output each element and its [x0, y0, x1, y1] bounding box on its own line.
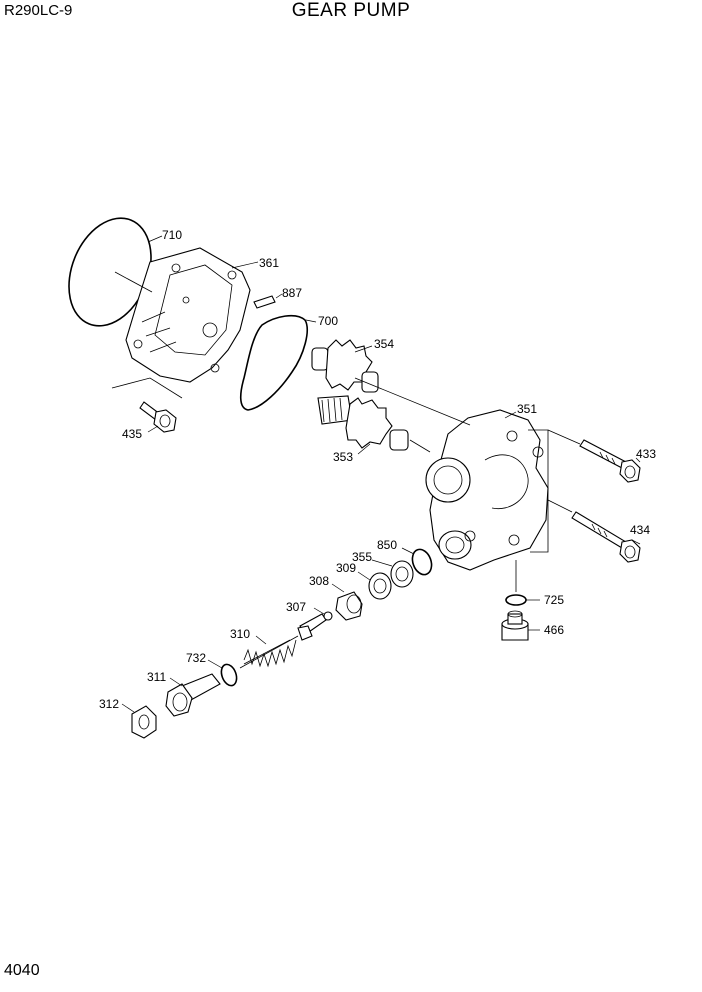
spring-310 — [239, 635, 299, 669]
pin-887 — [253, 293, 283, 309]
spacer-309 — [357, 571, 392, 600]
gasket-700 — [239, 314, 317, 411]
callout-434: 434 — [630, 523, 650, 537]
bolt-433 — [579, 439, 641, 483]
callout-308: 308 — [309, 574, 329, 588]
callout-309: 309 — [336, 561, 356, 575]
callout-307: 307 — [286, 600, 306, 614]
page-number: 4040 — [4, 962, 40, 979]
plug-466 — [501, 610, 540, 641]
callout-466: 466 — [544, 623, 564, 637]
gear-354 — [311, 339, 379, 393]
bolt-435 — [139, 401, 177, 433]
nut-312 — [121, 703, 157, 739]
pump-body-351 — [354, 377, 581, 571]
model-label: R290LC-9 — [4, 2, 73, 19]
callout-351: 351 — [517, 402, 537, 416]
o-ring-725 — [505, 560, 540, 606]
callout-311: 311 — [147, 670, 166, 684]
callout-353: 353 — [333, 450, 353, 464]
callout-354: 354 — [374, 337, 394, 351]
callout-312: 312 — [99, 697, 119, 711]
seat-355 — [371, 559, 414, 588]
poppet-307 — [297, 607, 333, 641]
callout-433: 433 — [636, 447, 656, 461]
callout-850: 850 — [377, 538, 397, 552]
callout-435: 435 — [122, 427, 142, 441]
o-ring-732 — [207, 659, 238, 687]
callout-361: 361 — [259, 256, 279, 270]
callout-700: 700 — [318, 314, 338, 328]
ring-850 — [401, 547, 433, 576]
gear-shaft-353 — [317, 395, 409, 455]
plug-308 — [331, 583, 363, 621]
page-title: GEAR PUMP — [291, 0, 411, 21]
pump-cover-361 — [111, 247, 259, 399]
callout-887: 887 — [282, 286, 302, 300]
callout-732: 732 — [186, 651, 206, 665]
callout-310: 310 — [230, 627, 250, 641]
callout-355: 355 — [352, 550, 372, 564]
bolt-434 — [571, 511, 641, 563]
adjuster-311 — [165, 673, 221, 717]
callout-725: 725 — [544, 593, 564, 607]
callout-710: 710 — [162, 228, 182, 242]
